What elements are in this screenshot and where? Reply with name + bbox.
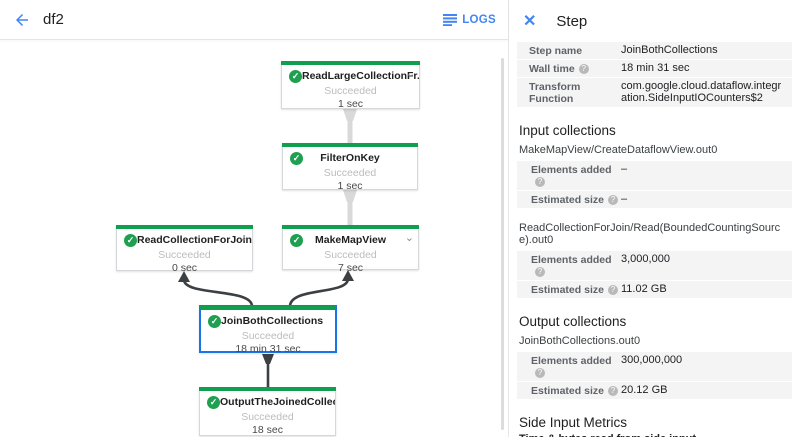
estimated-size-value: 20.12 GB — [621, 384, 668, 396]
graph-node-readcollectionforjoin[interactable]: ✓ ReadCollectionForJoin ⌄ Succeeded 0 se… — [116, 225, 253, 274]
graph-scrollbar[interactable] — [501, 58, 504, 430]
elements-added-row: Elements added? 3,000,000 — [517, 251, 792, 280]
node-title: ReadCollectionForJoin — [137, 234, 252, 246]
estimated-size-row: Estimated size? 11.02 GB — [517, 281, 792, 298]
job-topbar: df2 LOGS — [0, 0, 508, 40]
help-icon[interactable]: ? — [607, 386, 618, 396]
node-time: 18 min 31 sec — [235, 343, 301, 355]
elements-added-row: Elements added? – — [517, 161, 792, 190]
help-icon[interactable]: ? — [535, 267, 545, 277]
node-status: Succeeded — [324, 249, 377, 261]
help-icon[interactable]: ? — [578, 64, 589, 74]
node-success-bar — [282, 225, 419, 229]
success-check-icon: ✓ — [208, 315, 221, 328]
success-check-icon: ✓ — [207, 396, 220, 409]
help-icon[interactable]: ? — [607, 285, 618, 295]
side-input-metrics-heading: Side Input Metrics — [519, 415, 628, 430]
logs-button-label: LOGS — [462, 14, 496, 26]
node-success-bar — [200, 306, 336, 310]
step-details-panel: ✕ Step Step name JoinBothCollections Wal… — [508, 0, 800, 437]
node-status: Succeeded — [324, 85, 377, 97]
estimated-size-label: Estimated size? — [531, 193, 621, 206]
job-title: df2 — [43, 11, 64, 28]
step-name-label: Step name — [529, 45, 583, 57]
help-icon[interactable]: ? — [607, 195, 618, 205]
transform-function-row: Transform Function com.google.cloud.data… — [517, 78, 792, 107]
graph-node-readlargecollection[interactable]: ✓ ReadLargeCollectionFr... ⌄ Succeeded 1… — [281, 61, 420, 110]
node-success-bar — [281, 61, 420, 65]
node-time: 7 sec — [337, 262, 364, 274]
logs-button[interactable]: LOGS — [443, 0, 496, 40]
estimated-size-label: Estimated size? — [531, 384, 621, 397]
pipeline-graph-canvas[interactable]: ✓ ReadLargeCollectionFr... ⌄ Succeeded 1… — [0, 40, 508, 437]
node-success-bar — [116, 225, 253, 229]
chevron-down-icon[interactable]: ⌄ — [405, 68, 415, 80]
estimated-size-row: Estimated size? 20.12 GB — [517, 382, 792, 399]
transform-function-value: com.google.cloud.dataflow.integration.Si… — [621, 80, 782, 104]
wall-time-value: 18 min 31 sec — [621, 62, 690, 74]
elements-added-value: 3,000,000 — [621, 253, 670, 265]
step-panel-body: Step name JoinBothCollections Wall time?… — [509, 42, 800, 437]
success-check-icon: ✓ — [290, 152, 303, 165]
estimated-size-row: Estimated size? – — [517, 191, 792, 208]
job-graph-panel: df2 LOGS — [0, 0, 508, 437]
graph-node-filteronkey[interactable]: ✓ FilterOnKey Succeeded 1 sec — [282, 143, 418, 192]
success-check-icon: ✓ — [124, 234, 137, 247]
side-input-metrics-subheading: Time & bytes read from side input — [519, 433, 792, 437]
input-collections-heading: Input collections — [519, 123, 616, 138]
step-panel-title: Step — [556, 12, 588, 30]
node-time: 1 sec — [337, 180, 363, 192]
chevron-down-icon[interactable]: ⌄ — [238, 232, 248, 244]
graph-edges — [178, 109, 357, 387]
elements-added-label: Elements added? — [531, 355, 612, 378]
success-check-icon: ✓ — [289, 70, 302, 83]
estimated-size-value: – — [621, 193, 628, 205]
output-collections-heading: Output collections — [519, 314, 627, 329]
node-status: Succeeded — [241, 411, 294, 423]
node-status: Succeeded — [323, 167, 377, 179]
logs-list-icon — [443, 14, 458, 26]
transform-function-label: Transform Function — [529, 81, 581, 105]
node-time: 0 sec — [171, 262, 198, 274]
elements-added-value: 300,000,000 — [621, 354, 683, 366]
wall-time-row: Wall time? 18 min 31 sec — [517, 60, 792, 77]
success-check-icon: ✓ — [290, 234, 303, 247]
back-arrow-icon[interactable] — [13, 11, 31, 29]
chevron-down-icon[interactable]: ⌄ — [404, 232, 414, 244]
node-success-bar — [199, 387, 336, 391]
node-title: FilterOnKey — [320, 152, 380, 164]
output-collection-name: JoinBothCollections.out0 — [519, 335, 641, 347]
input-collection-name: MakeMapView/CreateDataflowView.out0 — [519, 144, 718, 156]
input-collection-name: ReadCollectionForJoin/Read(BoundedCounti… — [519, 222, 781, 246]
graph-node-makemapview[interactable]: ✓ MakeMapView ⌄ Succeeded 7 sec — [282, 225, 419, 274]
node-title: ReadLargeCollectionFr... — [302, 70, 419, 82]
node-title: MakeMapView — [314, 234, 386, 246]
graph-node-outputthejoined[interactable]: ✓ OutputTheJoinedCollec... Succeeded 18 … — [199, 387, 336, 436]
estimated-size-label: Estimated size? — [531, 283, 621, 296]
elements-added-row: Elements added? 300,000,000 — [517, 352, 792, 381]
node-title: OutputTheJoinedCollec... — [220, 396, 335, 408]
node-title: JoinBothCollections — [221, 315, 324, 327]
wall-time-label: Wall time? — [529, 62, 621, 75]
elements-added-label: Elements added? — [531, 254, 612, 277]
elements-added-value: – — [621, 163, 628, 175]
help-icon[interactable]: ? — [535, 368, 545, 378]
step-panel-header: ✕ Step — [509, 0, 800, 42]
node-status: Succeeded — [158, 249, 211, 261]
node-status: Succeeded — [241, 330, 295, 342]
close-icon[interactable]: ✕ — [523, 13, 537, 30]
node-success-bar — [282, 143, 418, 147]
graph-node-joinbothcollections[interactable]: ✓ JoinBothCollections Succeeded 18 min 3… — [199, 305, 337, 355]
node-time: 18 sec — [252, 424, 283, 436]
node-time: 1 sec — [337, 98, 364, 110]
help-icon[interactable]: ? — [535, 177, 545, 187]
step-name-row: Step name JoinBothCollections — [517, 42, 792, 59]
elements-added-label: Elements added? — [531, 164, 612, 187]
step-name-value: JoinBothCollections — [621, 44, 718, 56]
estimated-size-value: 11.02 GB — [621, 283, 667, 295]
